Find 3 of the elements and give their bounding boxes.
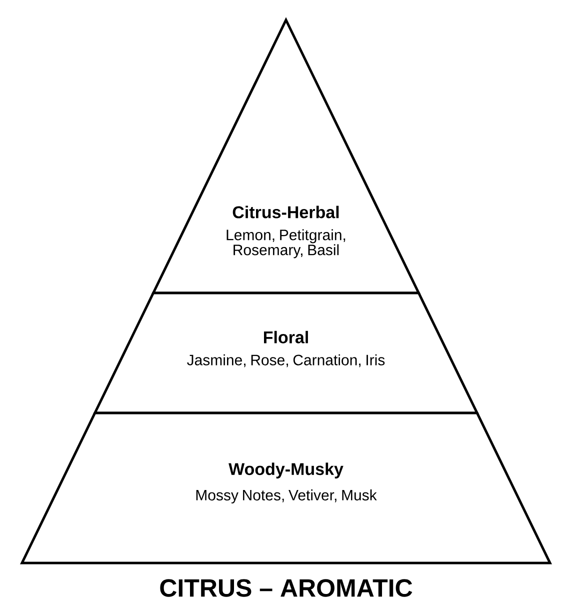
title: CITRUS – AROMATIC	[160, 579, 412, 597]
node-label: Mossy Notes, Vetiver, Musk	[196, 489, 377, 504]
node-label: Woody-Musky	[228, 462, 344, 478]
